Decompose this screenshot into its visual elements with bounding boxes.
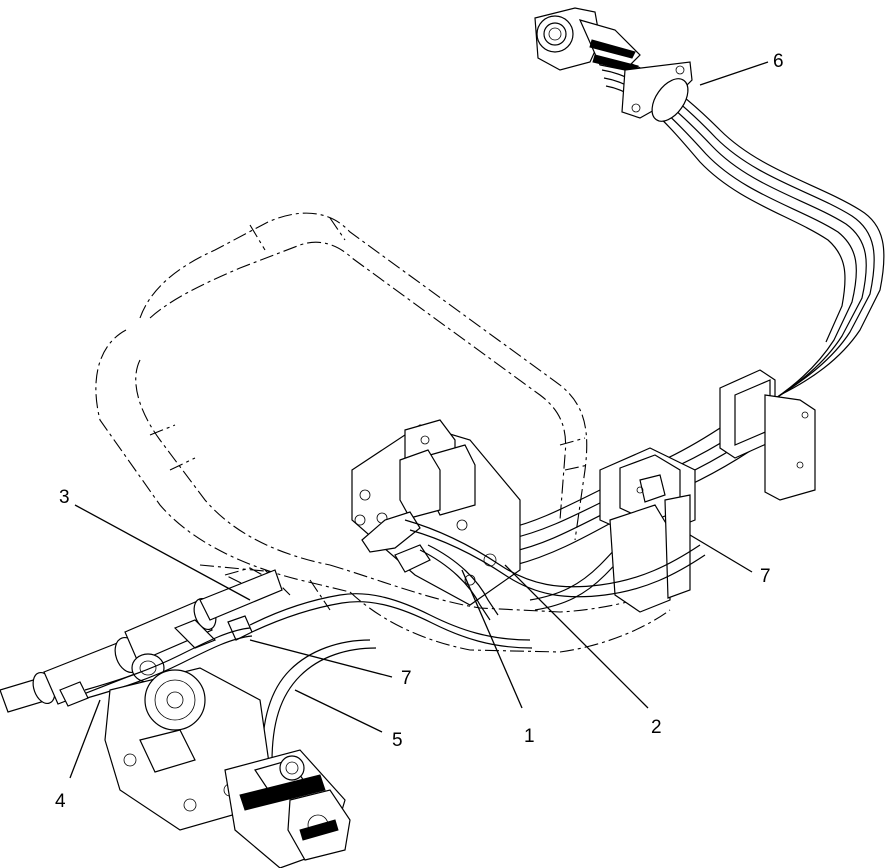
leader-7a bbox=[249, 639, 393, 678]
upper-hose-bundle bbox=[499, 54, 885, 611]
leader-2 bbox=[504, 564, 649, 709]
manifold-valve-block bbox=[351, 419, 521, 606]
top-fitting-assembly bbox=[534, 7, 693, 122]
callout-5: 5 bbox=[392, 730, 403, 751]
callout-3: 3 bbox=[59, 487, 70, 508]
callout-7-left: 7 bbox=[401, 668, 412, 689]
callout-6: 6 bbox=[773, 51, 784, 72]
callout-labels: 1 2 3 4 5 6 7 7 bbox=[55, 51, 784, 812]
callout-1: 1 bbox=[524, 726, 535, 747]
phantom-frame bbox=[95, 212, 671, 653]
leader-1 bbox=[461, 569, 523, 709]
leader-4 bbox=[69, 699, 101, 779]
hoses-1-2 bbox=[404, 519, 706, 621]
callout-4: 4 bbox=[55, 791, 66, 812]
leader-3 bbox=[74, 504, 251, 601]
leader-6 bbox=[699, 61, 769, 86]
leader-lines bbox=[69, 61, 769, 779]
steering-valve bbox=[104, 667, 351, 868]
leader-5 bbox=[294, 689, 383, 733]
right-bracket-assembly bbox=[599, 369, 816, 613]
callout-7-right: 7 bbox=[760, 566, 771, 587]
left-hoses bbox=[84, 593, 533, 763]
leader-7b bbox=[689, 534, 753, 573]
callout-2: 2 bbox=[651, 717, 662, 738]
